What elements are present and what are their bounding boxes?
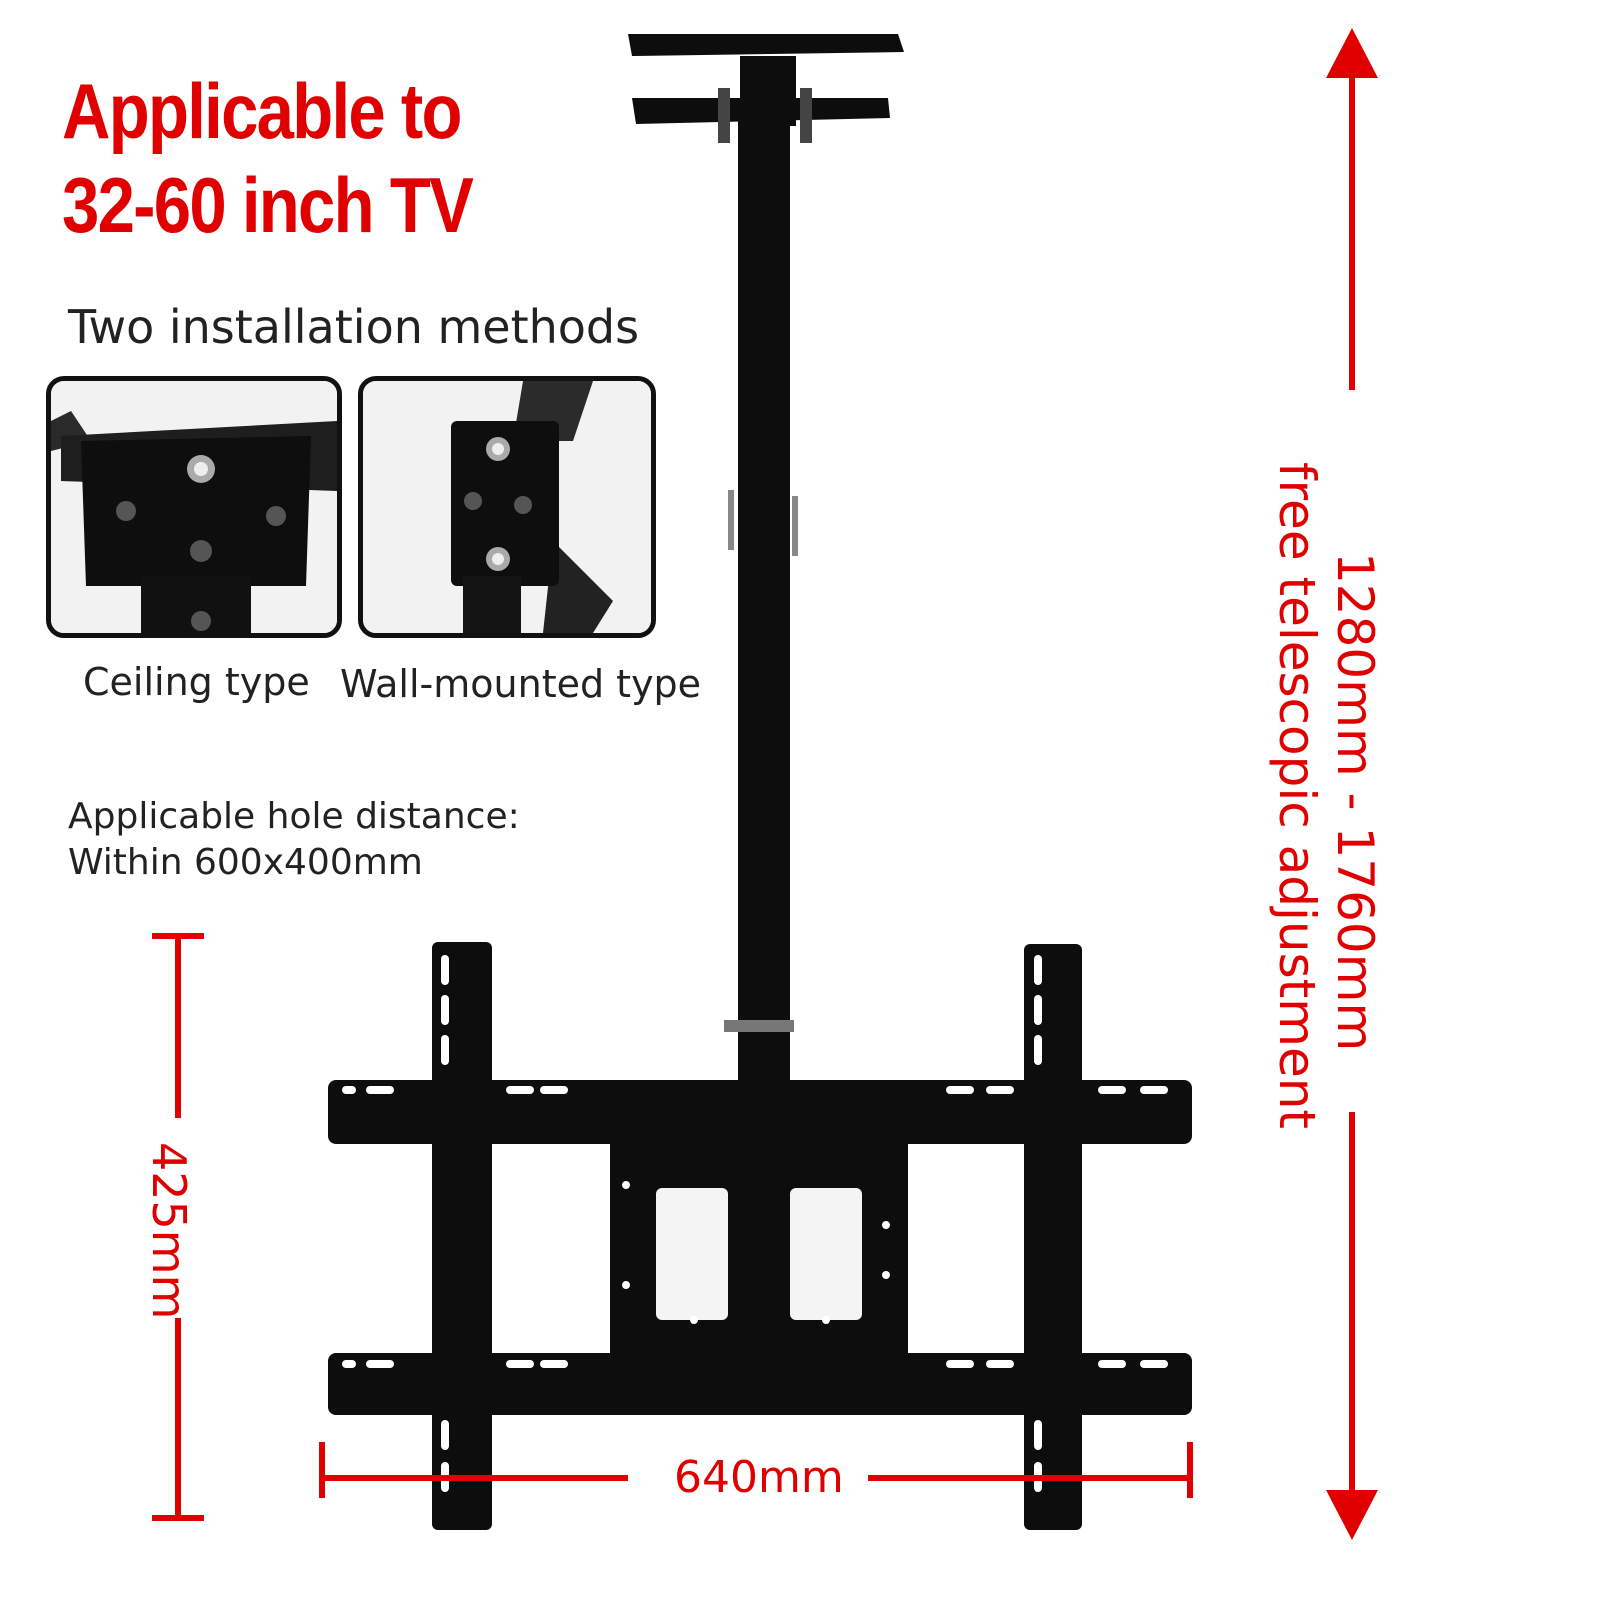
ceiling-type-image xyxy=(46,376,342,638)
ceiling-type-label: Ceiling type xyxy=(83,660,310,704)
width-dimension-label: 640mm xyxy=(674,1452,844,1503)
pole-adjustment-note: free telescopic adjustment xyxy=(1268,462,1326,1130)
hole-distance-label: Applicable hole distance: xyxy=(68,796,520,837)
height-dimension-label: 425mm xyxy=(142,1142,196,1320)
wall-mounted-type-image xyxy=(358,376,656,638)
wall-mounted-type-label: Wall-mounted type xyxy=(340,662,702,706)
headline-line-2: 32-60 inch TV xyxy=(62,161,474,249)
installation-methods-title: Two installation methods xyxy=(68,300,640,354)
pole-range-label: 1280mm - 1760mm xyxy=(1326,552,1384,1052)
hole-distance-value: Within 600x400mm xyxy=(68,842,423,883)
headline-line-1: Applicable to xyxy=(62,67,463,155)
